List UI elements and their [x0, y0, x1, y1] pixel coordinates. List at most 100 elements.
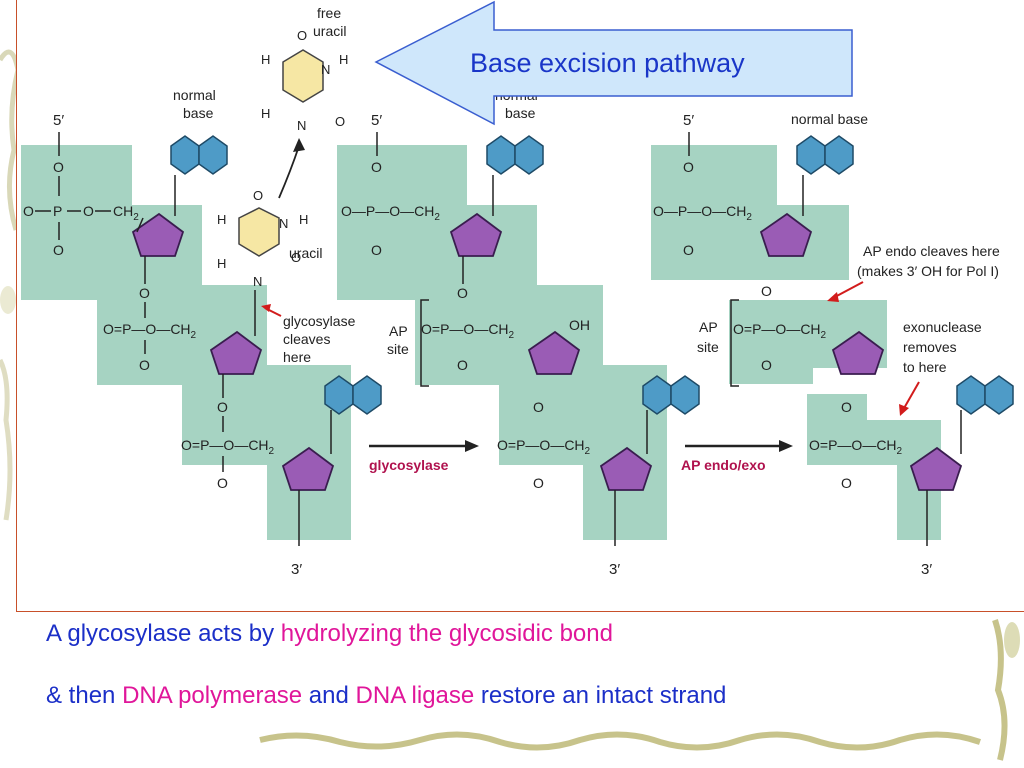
svg-text:O=P—O—CH2: O=P—O—CH2	[103, 321, 197, 341]
normal-base	[324, 375, 382, 415]
svg-text:O=P—O—CH2: O=P—O—CH2	[497, 437, 591, 457]
callout-title: Base excision pathway	[470, 48, 745, 78]
svg-text:O: O	[297, 28, 307, 43]
caption-line-1-highlight: hydrolyzing the glycosidic bond	[280, 620, 613, 647]
svg-text:O: O	[217, 399, 228, 415]
svg-text:O: O	[291, 250, 301, 265]
svg-text:5′: 5′	[683, 112, 694, 129]
caption-line-1-plain: A glycosylase acts by	[46, 620, 281, 647]
release-arrow	[278, 145, 300, 199]
svg-text:O: O	[23, 203, 34, 219]
dna-repair-diagram: 5′ O O P O CH2 O normal base O O=P—	[21, 5, 1014, 578]
step-label-glycosylase: glycosylase	[369, 457, 449, 473]
svg-text:(makes 3′ OH for Pol I): (makes 3′ OH for Pol I)	[857, 263, 999, 279]
svg-text:O: O	[371, 159, 382, 175]
free-uracil	[282, 49, 324, 103]
svg-text:O: O	[53, 159, 64, 175]
svg-text:AP endo cleaves here: AP endo cleaves here	[863, 243, 1000, 259]
caption-line-2-plain-e: restore an intact strand	[474, 682, 727, 709]
caption-line-2-plain-c: and	[302, 682, 356, 709]
svg-text:N: N	[279, 216, 288, 231]
svg-text:cleaves: cleaves	[283, 331, 330, 347]
svg-text:removes: removes	[903, 339, 957, 355]
svg-text:O: O	[683, 242, 694, 258]
svg-text:O: O	[457, 285, 468, 301]
svg-text:O: O	[533, 399, 544, 415]
panel-2: 5′ O O—P—O—CH2 O normal base O O=P—O—CH2…	[337, 87, 700, 578]
svg-text:base: base	[505, 105, 536, 121]
svg-text:normal base: normal base	[791, 111, 868, 127]
svg-text:H: H	[261, 106, 270, 121]
svg-text:O—P—O—CH2: O—P—O—CH2	[653, 203, 752, 223]
svg-text:free: free	[317, 5, 341, 21]
svg-text:O: O	[761, 357, 772, 373]
svg-text:O: O	[761, 283, 772, 299]
svg-text:O: O	[217, 475, 228, 491]
svg-text:N: N	[297, 118, 306, 133]
svg-text:H: H	[339, 52, 348, 67]
backbone-band	[337, 145, 667, 540]
normal-base	[642, 375, 700, 415]
svg-text:O: O	[53, 242, 64, 258]
svg-text:O: O	[841, 399, 852, 415]
svg-text:N: N	[321, 62, 330, 77]
svg-text:O: O	[139, 357, 150, 373]
svg-text:O=P—O—CH2: O=P—O—CH2	[733, 321, 827, 341]
callout-arrow	[374, 0, 853, 126]
svg-text:H: H	[261, 52, 270, 67]
svg-text:to here: to here	[903, 359, 947, 375]
normal-base	[170, 135, 228, 175]
three-prime-label: 3′	[291, 561, 302, 578]
panel-1: 5′ O O P O CH2 O normal base O O=P—	[21, 5, 382, 578]
svg-text:OH: OH	[569, 317, 590, 333]
svg-text:O: O	[533, 475, 544, 491]
svg-text:O: O	[457, 357, 468, 373]
svg-text:H: H	[217, 256, 226, 271]
normal-base	[486, 135, 544, 175]
svg-text:O—P—O—CH2: O—P—O—CH2	[341, 203, 440, 223]
step-label-ap-endo: AP endo/exo	[681, 457, 766, 473]
exonuclease-pointer	[902, 381, 920, 411]
base-excision-figure: 5′ O O P O CH2 O normal base O O=P—	[16, 0, 1024, 612]
backbone-band-lower	[807, 394, 941, 540]
svg-text:normal: normal	[173, 87, 216, 103]
svg-text:CH2: CH2	[113, 203, 139, 223]
normal-base	[796, 135, 854, 175]
svg-text:O: O	[253, 188, 263, 203]
caption-line-1: A glycosylase acts by hydrolyzing the gl…	[46, 620, 613, 648]
backbone-band	[21, 145, 351, 540]
svg-text:O: O	[139, 285, 150, 301]
five-prime-label: 5′	[53, 112, 64, 129]
svg-text:3′: 3′	[609, 561, 620, 578]
svg-text:uracil: uracil	[289, 245, 322, 261]
svg-text:AP: AP	[699, 319, 718, 335]
svg-text:H: H	[299, 212, 308, 227]
svg-text:O: O	[83, 203, 94, 219]
svg-text:here: here	[283, 349, 311, 365]
caption-line-2-plain-a: & then	[46, 682, 123, 709]
svg-text:O=P—O—CH2: O=P—O—CH2	[421, 321, 515, 341]
svg-text:exonuclease: exonuclease	[903, 319, 982, 335]
panel-3: 5′ O O—P—O—CH2 O normal base O O=P—O—CH2…	[651, 111, 1014, 578]
caption-line-2: & then DNA polymerase and DNA ligase res…	[46, 682, 726, 710]
normal-base	[956, 375, 1014, 415]
svg-text:uracil: uracil	[313, 23, 346, 39]
svg-text:O: O	[335, 114, 345, 129]
svg-text:glycosylase: glycosylase	[283, 313, 356, 329]
svg-text:site: site	[387, 341, 409, 357]
svg-text:H: H	[217, 212, 226, 227]
svg-text:base: base	[183, 105, 214, 121]
caption-line-2-dna-ligase: DNA ligase	[355, 682, 475, 709]
svg-text:AP: AP	[389, 323, 408, 339]
svg-text:site: site	[697, 339, 719, 355]
svg-text:3′: 3′	[921, 561, 932, 578]
svg-text:O: O	[841, 475, 852, 491]
svg-text:O=P—O—CH2: O=P—O—CH2	[809, 437, 903, 457]
svg-text:O: O	[371, 242, 382, 258]
svg-text:P: P	[53, 203, 62, 219]
svg-text:O: O	[683, 159, 694, 175]
svg-text:O=P—O—CH2: O=P—O—CH2	[181, 437, 275, 457]
caption-line-2-dna-polymerase: DNA polymerase	[122, 682, 303, 709]
svg-text:5′: 5′	[371, 112, 382, 129]
